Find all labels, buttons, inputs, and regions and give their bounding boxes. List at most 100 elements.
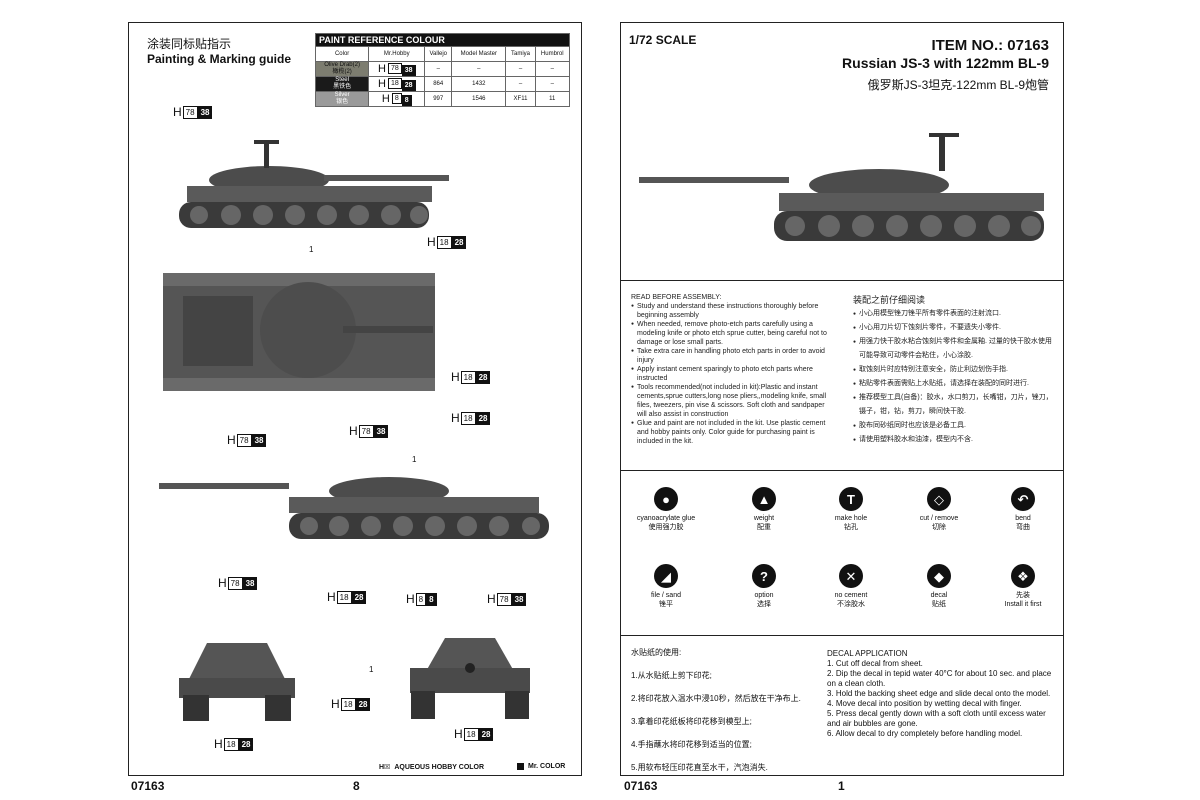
icon-label-cn: 不涂胶水 — [837, 601, 865, 608]
paint-reference-table: PAINT REFERENCE COLOUR Color Mr.Hobby Va… — [314, 33, 571, 107]
tank-side-view-cover — [639, 133, 1044, 241]
row-model-master: 1432 — [451, 76, 507, 92]
icon-label: decal — [930, 592, 948, 599]
list-item: 小心用模型锉刀锉平所有零件表面的注射流口. — [853, 307, 1053, 321]
install-first-icon: ❖ — [1011, 564, 1035, 588]
cut-icon: ◇ — [927, 487, 951, 511]
color-name: Olive Drab(2) — [324, 62, 360, 68]
list-item: Apply instant cement sparingly to photo … — [631, 365, 836, 383]
road-wheels — [190, 205, 428, 225]
h-code: 18 — [436, 235, 452, 249]
h-code: 18 — [387, 78, 402, 89]
option-icon: ? — [752, 564, 776, 588]
icon-label: no cement — [834, 592, 868, 599]
c-code: 38 — [401, 64, 416, 76]
color-name: Silver — [334, 92, 350, 98]
paint-table-header: Color Mr.Hobby Vallejo Model Master Tami… — [314, 46, 571, 62]
list-item: Study and understand these instructions … — [631, 302, 836, 320]
turret-rear — [187, 643, 287, 683]
tank-rear-view — [179, 643, 295, 721]
c-code: 8 — [401, 94, 412, 106]
c-code: 38 — [251, 433, 267, 447]
legend-code: H☒ — [379, 764, 391, 771]
footer-code-right: 07163 — [624, 779, 658, 793]
decal-title-cn: 水贴纸的使用: — [631, 648, 682, 657]
read-title: READ BEFORE ASSEMBLY: — [631, 294, 722, 301]
icon-label: make hole — [834, 515, 868, 522]
file-icon: ◢ — [654, 564, 678, 588]
decal-instructions-en: DECAL APPLICATION 1. Cut off decal from … — [827, 649, 1057, 739]
title-en: Painting & Marking guide — [147, 52, 292, 66]
list-item: 1. Cut off decal from sheet. — [827, 659, 923, 668]
decal-title-en: DECAL APPLICATION — [827, 649, 908, 658]
turret-top — [260, 282, 356, 378]
c-code: 28 — [475, 370, 491, 384]
gun-barrel — [159, 483, 289, 489]
gun-barrel — [639, 177, 789, 183]
part-number: 1 — [309, 245, 314, 254]
list-item: Glue and paint are not included in the k… — [631, 419, 836, 446]
footer-code-left: 07163 — [131, 779, 165, 793]
col-tamiya: Tamiya — [505, 46, 536, 62]
list-item: When needed, remove photo-etch parts car… — [631, 320, 836, 347]
icon-label: 先装 — [1016, 592, 1030, 599]
legend-swatch — [517, 763, 524, 770]
h-code: 18 — [463, 727, 479, 741]
engine-deck — [183, 296, 253, 366]
c-code: 28 — [451, 235, 467, 249]
icon-label: weight — [753, 515, 775, 522]
h-code: 78 — [358, 424, 374, 438]
part-number: 1 — [412, 455, 417, 464]
list-item: 3.拿着印花纸板将印花移到模型上; — [631, 717, 752, 726]
read-before-assembly: READ BEFORE ASSEMBLY: Study and understa… — [631, 293, 836, 446]
h-code: 8 — [391, 93, 402, 104]
icon-label: bend — [1015, 515, 1031, 522]
row-model-master: – — [451, 61, 507, 77]
c-code: 38 — [511, 592, 527, 606]
paint-table-title: PAINT REFERENCE COLOUR — [315, 33, 570, 47]
col-vallejo: Vallejo — [424, 46, 453, 62]
color-name-cn: 银色 — [336, 99, 349, 105]
row-vallejo: – — [424, 61, 453, 77]
list-item: 请使用塑料胶水和油漆，模型内不含. — [853, 433, 1053, 447]
list-item: 小心用刀片切下蚀刻片零件，不要遗失小零件. — [853, 321, 1053, 335]
tank-front-view — [410, 638, 530, 719]
gun-barrel — [324, 175, 449, 181]
icon-label-cn: 使用强力胶 — [648, 524, 684, 531]
list-item: 用强力快干胶水粘合蚀刻片零件和金属釉. 过量的快干胶水使用可能导致可动零件会粘住… — [853, 335, 1053, 363]
col-model-master: Model Master — [451, 46, 507, 62]
gun-barrel-top — [343, 326, 433, 333]
col-color: Color — [314, 46, 370, 62]
icon-label: cyanoacrylate glue — [636, 515, 696, 522]
row-vallejo: 864 — [424, 76, 453, 92]
h-code: 78 — [182, 105, 198, 119]
instructions-page: 1/72 SCALE ITEM NO.: 07163 Russian JS-3 … — [620, 22, 1064, 776]
list-item: 5. Press decal gently down with a soft c… — [827, 709, 1046, 728]
decal-icon: ◆ — [927, 564, 951, 588]
h-code: 78 — [227, 576, 243, 590]
read-before-assembly-cn: 装配之前仔细阅读 小心用模型锉刀锉平所有零件表面的注射流口. 小心用刀片切下蚀刻… — [853, 293, 1053, 447]
footer-page-left: 8 — [353, 779, 360, 793]
h-code: 78 — [496, 592, 512, 606]
glue-drop-icon: ● — [654, 487, 678, 511]
color-name-cn: 橄榄(2) — [332, 69, 352, 75]
drill-icon: T — [839, 487, 863, 511]
read-list-cn: 小心用模型锉刀锉平所有零件表面的注射流口. 小心用刀片切下蚀刻片零件，不要遗失小… — [853, 307, 1053, 447]
c-code: 28 — [355, 697, 371, 711]
icon-label-cn: 切除 — [932, 524, 946, 531]
h-code: 18 — [340, 697, 356, 711]
list-item: 4.手指蘸水将印花移到适当的位置; — [631, 740, 752, 749]
list-item: 粘贴零件表面需贴上水贴纸，请选择在装配的同时进行. — [853, 377, 1053, 391]
tank-side-view-left — [179, 140, 449, 228]
icon-label-cn: 钻孔 — [844, 524, 858, 531]
